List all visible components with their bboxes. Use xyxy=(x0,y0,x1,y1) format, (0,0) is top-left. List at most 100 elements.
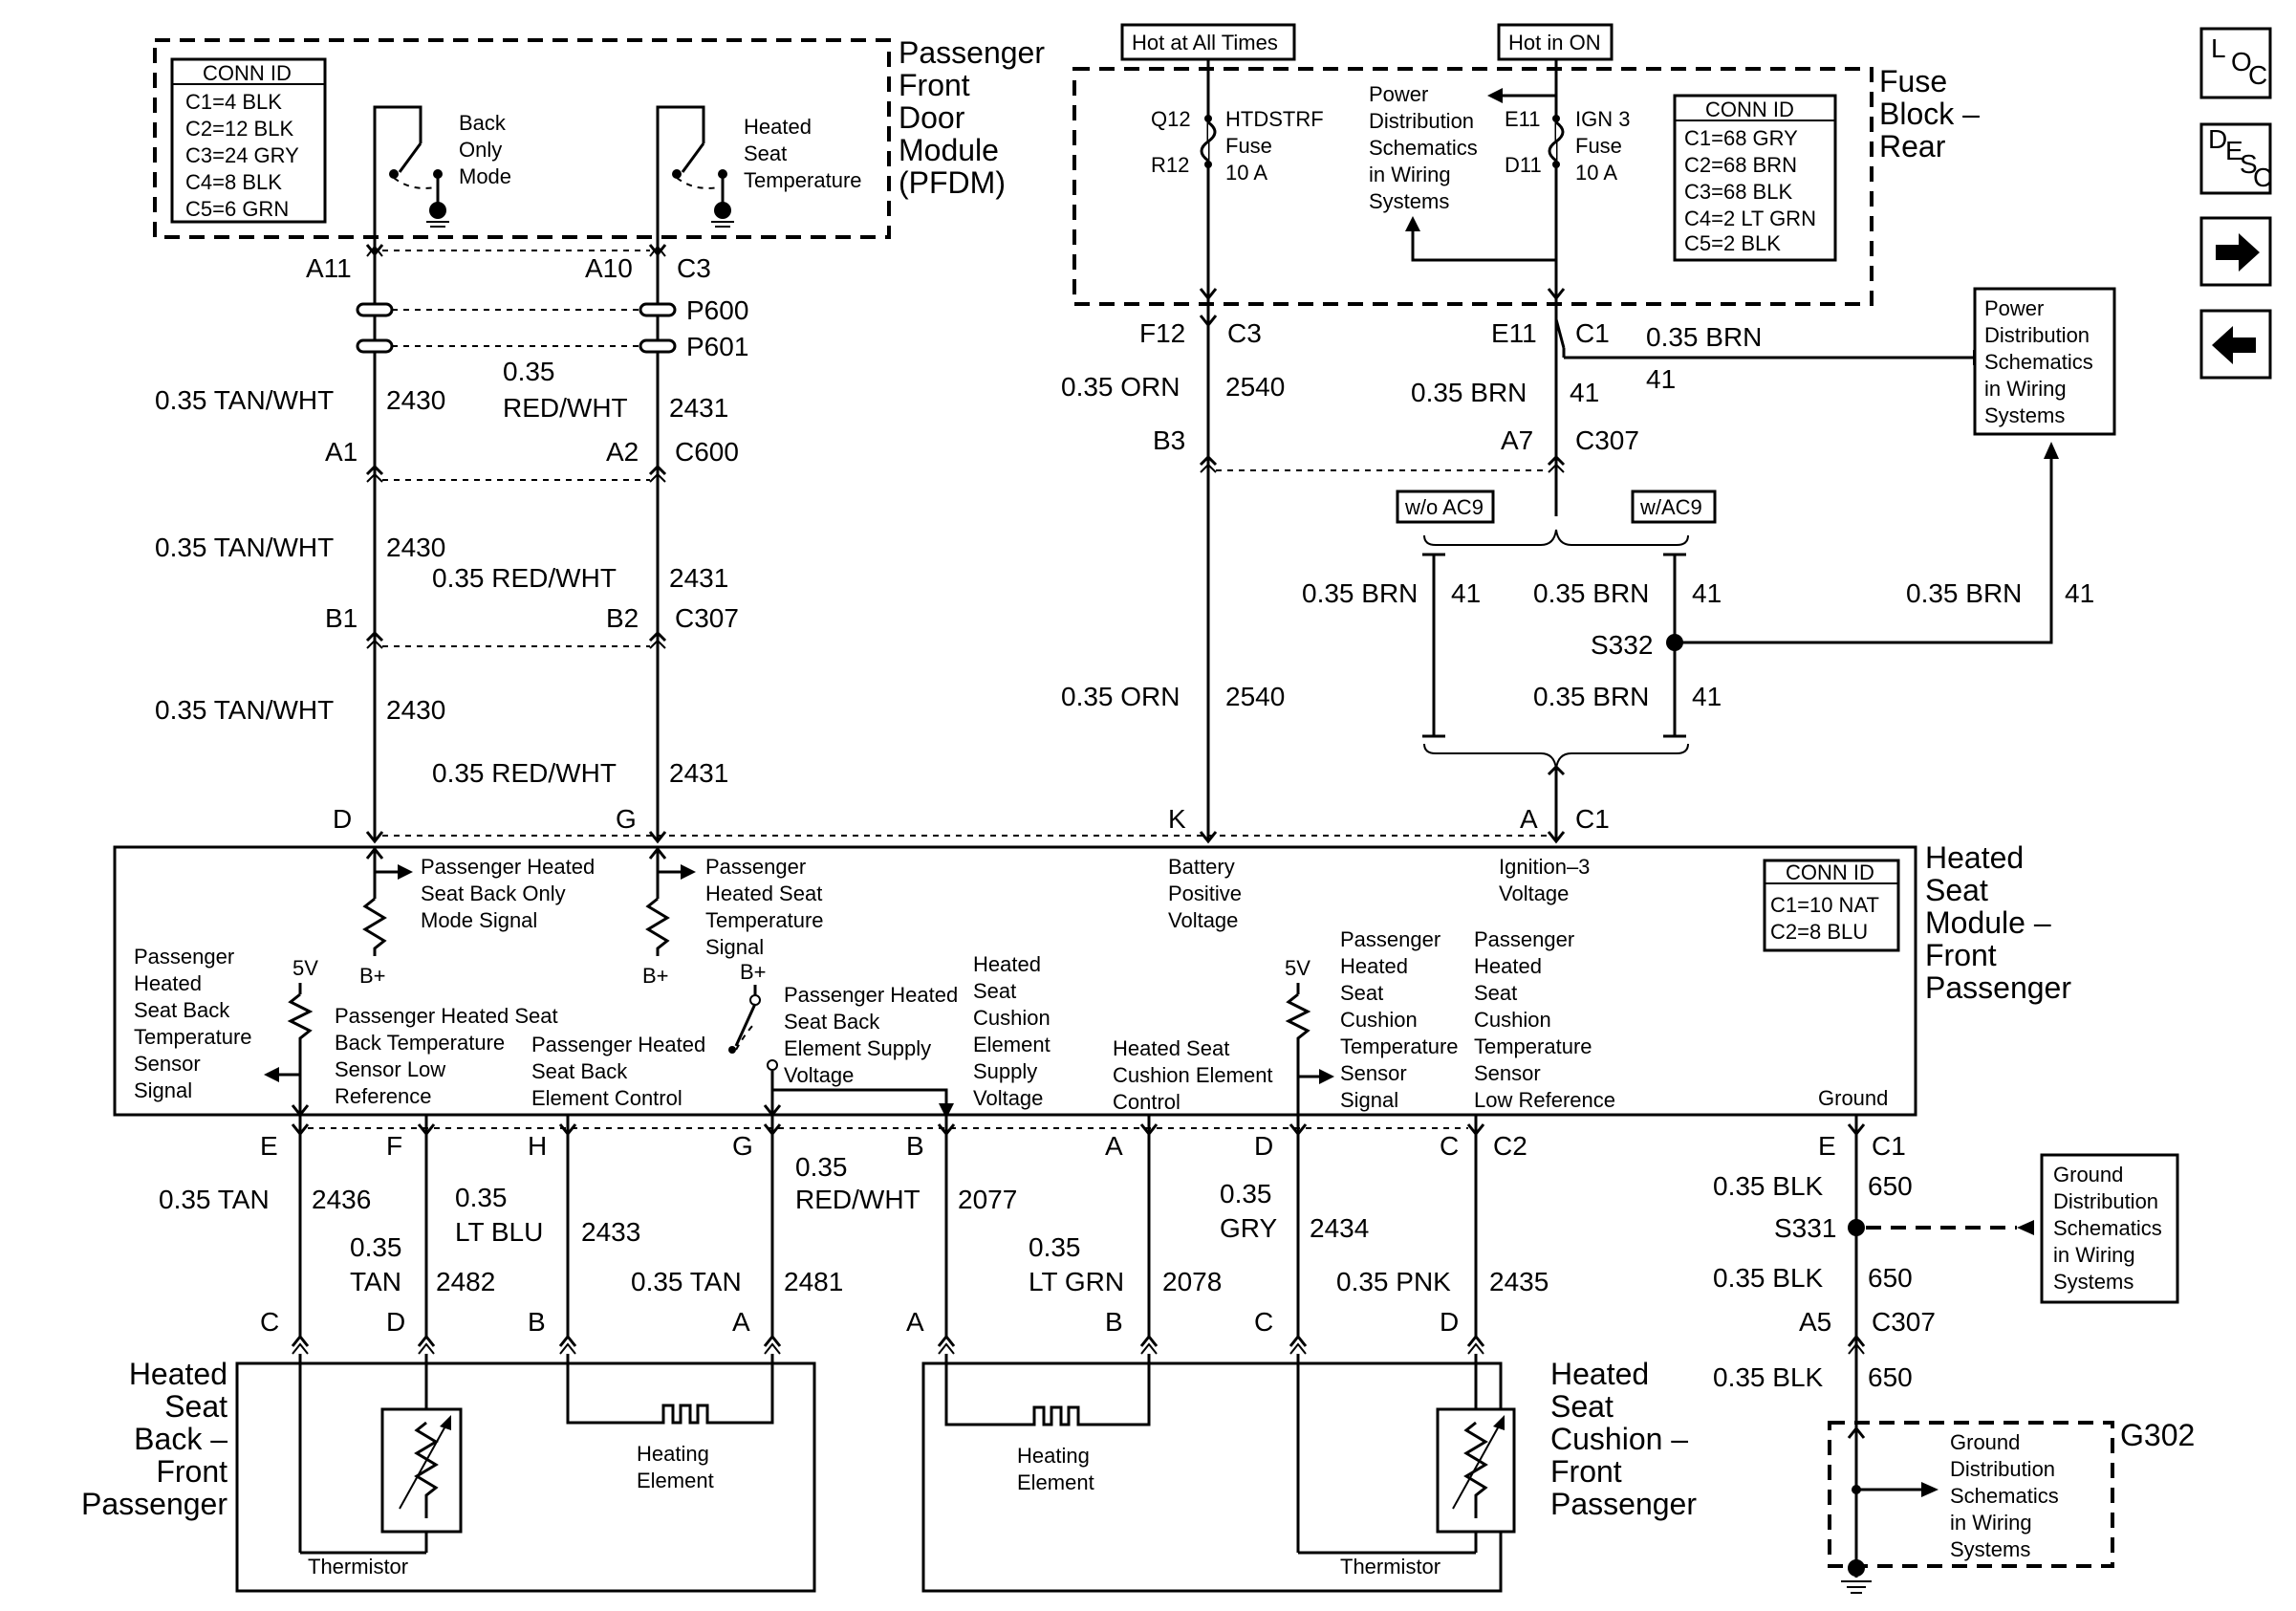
svg-text:Systems: Systems xyxy=(1984,403,2065,427)
power-distribution-ref-inner: Power Distribution Schematics in Wiring … xyxy=(1369,82,1556,262)
option-bracket-top: w/o AC9 w/AC9 xyxy=(1396,490,1717,546)
svg-text:2431: 2431 xyxy=(669,563,728,593)
svg-text:2430: 2430 xyxy=(386,385,445,415)
svg-text:Systems: Systems xyxy=(2053,1270,2134,1294)
svg-text:Heated: Heated xyxy=(1550,1357,1649,1391)
svg-text:2540: 2540 xyxy=(1225,372,1285,402)
svg-text:Block –: Block – xyxy=(1879,97,1980,131)
next-page-button[interactable] xyxy=(2199,216,2272,287)
connector-c3-fuse: C3 xyxy=(1227,318,1262,348)
svg-text:5V: 5V xyxy=(292,956,318,980)
arrow-right-icon xyxy=(2216,233,2260,272)
svg-text:0.35 TAN: 0.35 TAN xyxy=(631,1267,742,1296)
svg-text:Cushion Element: Cushion Element xyxy=(1113,1063,1273,1087)
svg-text:Signal: Signal xyxy=(134,1078,192,1102)
svg-text:Seat: Seat xyxy=(1474,981,1517,1005)
arrow-left-icon xyxy=(2212,326,2256,364)
connector-c1-fuse: C1 xyxy=(1575,318,1610,348)
svg-text:2482: 2482 xyxy=(436,1267,495,1296)
svg-text:Heating: Heating xyxy=(1017,1444,1090,1468)
svg-text:C307: C307 xyxy=(675,603,739,633)
svg-text:2435: 2435 xyxy=(1489,1267,1549,1296)
ground-g302: G302 Ground Distribution Schematics in W… xyxy=(1828,1418,2195,1594)
svg-text:Cushion –: Cushion – xyxy=(1550,1422,1688,1456)
svg-text:Heated Seat: Heated Seat xyxy=(705,882,822,905)
svg-text:650: 650 xyxy=(1868,1362,1913,1392)
wire-labels-mid: 0.35 TAN/WHT 2430 0.35 RED/WHT 2431 B1 B… xyxy=(155,533,739,633)
svg-text:C: C xyxy=(1254,1307,1273,1337)
svg-text:Signal: Signal xyxy=(1340,1088,1398,1112)
ground-icon xyxy=(429,202,446,219)
fuse-block-conn-id-table: CONN ID C1=68 GRY C2=68 BRN C3=68 BLK C4… xyxy=(1673,94,1837,262)
svg-text:Sensor Low: Sensor Low xyxy=(335,1057,445,1081)
svg-text:Schematics: Schematics xyxy=(2053,1216,2162,1240)
svg-text:2433: 2433 xyxy=(581,1217,640,1247)
desc-button[interactable]: D E S C xyxy=(2199,122,2272,195)
svg-text:Ground: Ground xyxy=(1950,1430,2020,1454)
svg-text:Positive: Positive xyxy=(1168,882,1242,905)
hsm-title: Heated Seat Module – Front Passenger xyxy=(1925,840,2071,1005)
svg-text:D: D xyxy=(1254,1131,1273,1161)
svg-text:2078: 2078 xyxy=(1162,1267,1222,1296)
svg-text:Distribution: Distribution xyxy=(2053,1189,2158,1213)
svg-text:10 A: 10 A xyxy=(1575,161,1617,185)
svg-text:RED/WHT: RED/WHT xyxy=(503,393,628,423)
svg-text:Passenger: Passenger xyxy=(1474,927,1574,951)
back-temp-low-ref: Passenger Heated Seat Back Temperature S… xyxy=(335,1004,558,1108)
svg-text:GRY: GRY xyxy=(1220,1213,1277,1243)
power-distribution-ref-box[interactable]: Power Distribution Schematics in Wiring … xyxy=(1973,287,2116,436)
svg-text:G: G xyxy=(616,804,637,834)
back-only-mode-switch: Back Only Mode xyxy=(373,105,511,229)
svg-text:B: B xyxy=(528,1307,546,1337)
svg-text:CONN ID: CONN ID xyxy=(1786,860,1874,884)
svg-text:C1=4 BLK: C1=4 BLK xyxy=(185,90,282,114)
svg-text:B: B xyxy=(1105,1307,1123,1337)
previous-page-button[interactable] xyxy=(2199,309,2272,380)
svg-text:Voltage: Voltage xyxy=(784,1063,854,1087)
svg-text:0.35: 0.35 xyxy=(455,1183,508,1212)
svg-text:Ground: Ground xyxy=(2053,1163,2123,1186)
loc-button[interactable]: L O C xyxy=(2199,27,2272,99)
svg-text:C2: C2 xyxy=(1493,1131,1527,1161)
svg-text:2540: 2540 xyxy=(1225,682,1285,711)
back-element-control: Passenger Heated Seat Back Element Contr… xyxy=(531,1033,705,1110)
connector-p600: P600 xyxy=(356,295,748,325)
svg-text:Cushion: Cushion xyxy=(973,1006,1051,1030)
lower-wires xyxy=(291,1115,1485,1339)
svg-text:C: C xyxy=(260,1307,279,1337)
svg-text:B2: B2 xyxy=(606,603,639,633)
svg-text:Only: Only xyxy=(459,138,502,162)
svg-text:Battery: Battery xyxy=(1168,855,1235,879)
svg-text:Passenger: Passenger xyxy=(81,1487,227,1521)
svg-text:Sensor: Sensor xyxy=(1474,1061,1541,1085)
svg-text:Schematics: Schematics xyxy=(1950,1484,2059,1508)
svg-text:S332: S332 xyxy=(1591,630,1653,660)
svg-text:0.35 BRN: 0.35 BRN xyxy=(1533,682,1649,711)
svg-text:S331: S331 xyxy=(1774,1213,1836,1243)
ground-distribution-ref-box[interactable]: Ground Distribution Schematics in Wiring… xyxy=(2040,1153,2179,1304)
svg-text:Sensor: Sensor xyxy=(134,1052,201,1076)
svg-text:A: A xyxy=(732,1307,750,1337)
svg-text:Back: Back xyxy=(459,111,507,135)
svg-text:Passenger: Passenger xyxy=(899,35,1045,70)
svg-text:H: H xyxy=(528,1131,547,1161)
svg-text:Heated: Heated xyxy=(1925,840,2024,875)
svg-text:0.35 BRN: 0.35 BRN xyxy=(1302,578,1418,608)
svg-text:Voltage: Voltage xyxy=(973,1086,1043,1110)
htdstrf-fuse: Q12 R12 HTDSTRF Fuse 10 A xyxy=(1151,107,1324,185)
svg-text:CONN ID: CONN ID xyxy=(203,61,292,85)
svg-text:F: F xyxy=(386,1131,402,1161)
svg-text:B+: B+ xyxy=(359,964,386,988)
fuse-block-title: Fuse Block – Rear xyxy=(1879,64,1980,163)
svg-text:Seat: Seat xyxy=(1925,873,1988,907)
pfdm-module: Passenger Front Door Module (PFDM) CONN … xyxy=(153,35,1045,283)
svg-text:41: 41 xyxy=(1692,578,1722,608)
cushion-thermistor-label: Thermistor xyxy=(1340,1555,1440,1578)
svg-text:650: 650 xyxy=(1868,1171,1913,1201)
svg-text:C2=12 BLK: C2=12 BLK xyxy=(185,117,293,141)
svg-text:0.35 TAN/WHT: 0.35 TAN/WHT xyxy=(155,695,334,725)
wire-labels-upper: 0.35 TAN/WHT 2430 0.35 RED/WHT 2431 A1 A… xyxy=(155,357,739,467)
svg-text:2077: 2077 xyxy=(958,1185,1017,1214)
svg-text:0.35 TAN: 0.35 TAN xyxy=(159,1185,270,1214)
svg-text:Heated: Heated xyxy=(1474,954,1542,978)
